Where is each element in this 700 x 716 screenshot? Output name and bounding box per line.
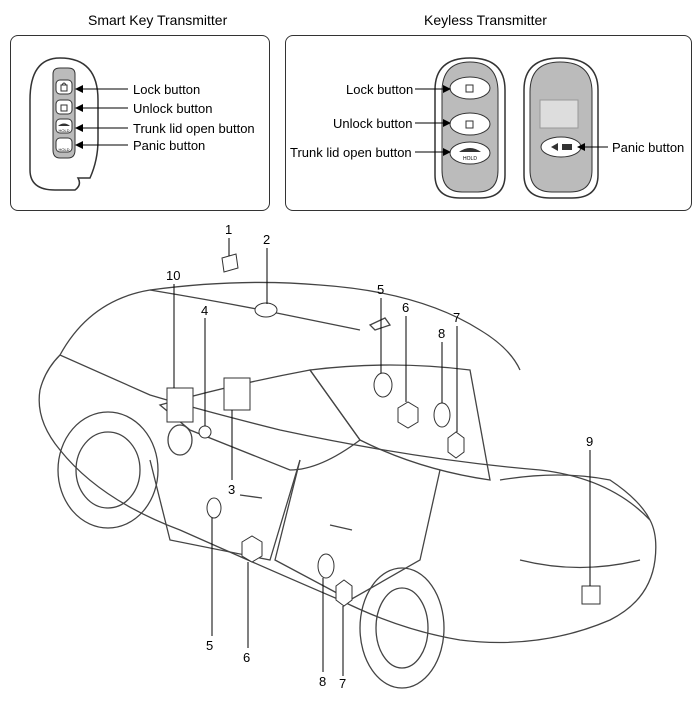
component-8-front <box>317 553 335 579</box>
keyless-trunk-label: Trunk lid open button <box>290 145 412 160</box>
smart-lock-label: Lock button <box>133 82 201 97</box>
component-5-front <box>206 497 222 519</box>
smart-lock-button[interactable] <box>55 79 73 95</box>
keyless-trunk-button[interactable]: HOLD <box>449 141 491 165</box>
keyless-panic-label: Panic button <box>612 140 685 155</box>
callout-6-front: 6 <box>243 650 251 665</box>
callout-7-rear: 7 <box>453 310 461 325</box>
keyless-unlock-label: Unlock button <box>333 116 413 131</box>
callout-4: 4 <box>201 303 209 318</box>
component-1 <box>221 253 239 273</box>
smart-unlock-label: Unlock button <box>133 101 213 116</box>
keyless-lock-label: Lock button <box>346 82 414 97</box>
callout-9: 9 <box>586 434 594 449</box>
keyless-lock-button[interactable] <box>449 76 491 100</box>
car-outline <box>38 281 657 689</box>
smart-panic-button[interactable]: HOLD <box>55 137 73 153</box>
component-7-rear <box>447 431 465 459</box>
smart-panic-label: Panic button <box>133 138 206 153</box>
component-7-front <box>335 579 353 607</box>
component-9 <box>581 585 601 605</box>
callout-5-front: 5 <box>206 638 214 653</box>
callout-5-rear: 5 <box>377 282 385 297</box>
smart-trunk-label: Trunk lid open button <box>133 121 255 136</box>
component-6-rear <box>397 401 419 429</box>
callout-2: 2 <box>263 232 271 247</box>
keyless-hold-text: HOLD <box>463 156 477 162</box>
keyless-panic-button[interactable] <box>540 136 582 158</box>
keyless-fob-back <box>523 57 599 199</box>
leader-lines <box>173 238 591 676</box>
smart-hold-text-1: HOLD <box>58 128 69 133</box>
callout-8-rear: 8 <box>438 326 446 341</box>
component-8-rear <box>433 402 451 428</box>
smart-key-title: Smart Key Transmitter <box>88 12 228 28</box>
smart-hold-text-2: HOLD <box>58 147 69 152</box>
component-6-front <box>241 535 263 563</box>
callout-3: 3 <box>228 482 236 497</box>
keyless-title: Keyless Transmitter <box>424 12 547 28</box>
smart-trunk-button[interactable]: HOLD <box>55 118 73 134</box>
keyless-unlock-button[interactable] <box>449 112 491 136</box>
callout-1: 1 <box>225 222 233 237</box>
component-10 <box>166 387 194 423</box>
callout-7-front: 7 <box>339 676 347 691</box>
callout-8-front: 8 <box>319 674 327 689</box>
component-3 <box>223 377 251 411</box>
component-2 <box>254 302 278 318</box>
component-4 <box>198 425 212 439</box>
smart-unlock-button[interactable] <box>55 99 73 115</box>
callout-10: 10 <box>166 268 181 283</box>
callout-6-rear: 6 <box>402 300 410 315</box>
component-5-rear <box>373 372 393 398</box>
